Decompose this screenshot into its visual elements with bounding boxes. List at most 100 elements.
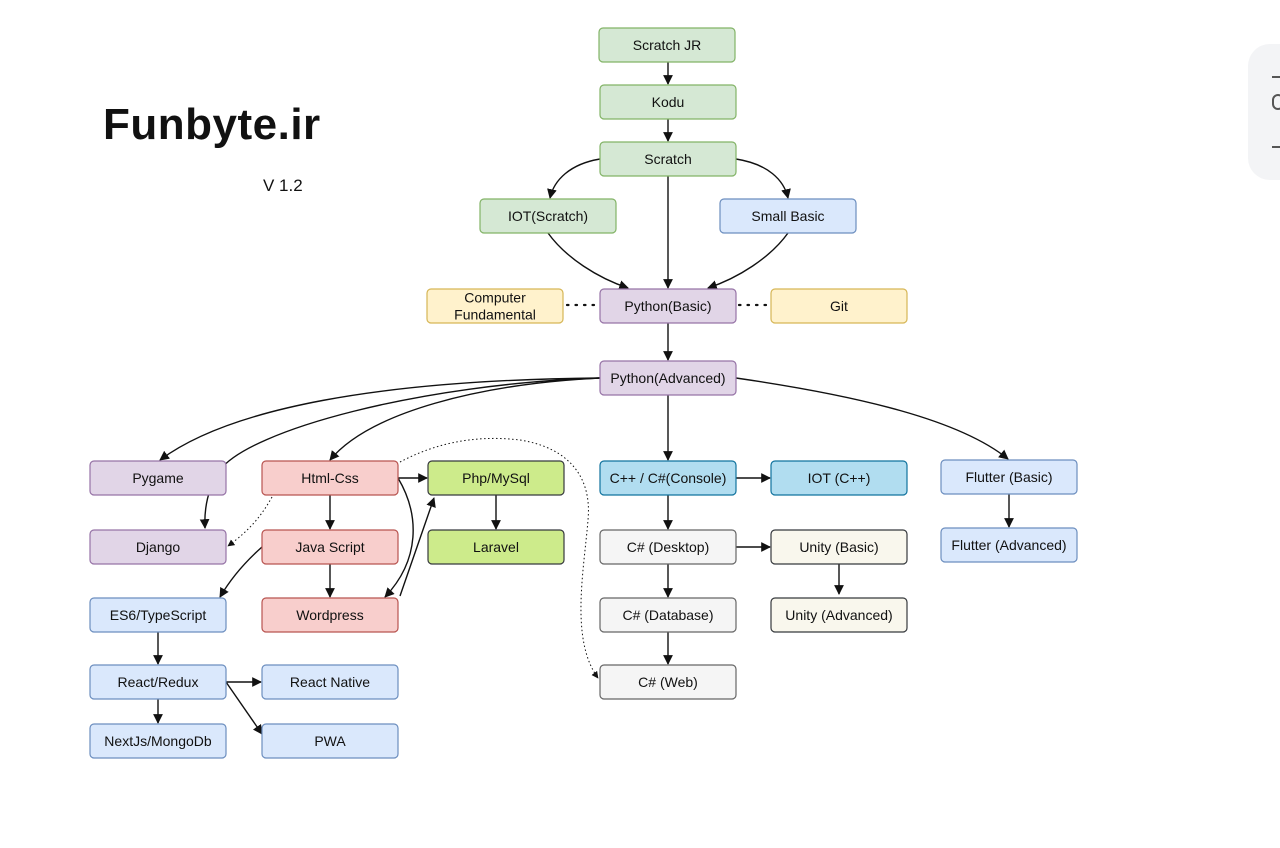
node-box [940, 527, 1078, 563]
node-iot-cpp[interactable]: IOT (C++) [770, 460, 908, 496]
node-unity-basic[interactable]: Unity (Basic) [770, 529, 908, 565]
node-label: Flutter (Advanced) [951, 537, 1066, 553]
node-cpp-csharp-console[interactable]: C++ / C#(Console) [599, 460, 737, 496]
node-label: C# (Web) [638, 674, 698, 690]
node-box [599, 597, 737, 633]
edge-scratch-to-small-basic [735, 158, 791, 199]
node-box [427, 460, 565, 496]
node-box [599, 460, 737, 496]
node-box [599, 288, 737, 324]
node-label: React Native [290, 674, 370, 690]
node-python-advanced[interactable]: Python(Advanced) [599, 360, 737, 396]
edge-wordpress-to-php-mysql [399, 497, 436, 597]
node-django[interactable]: Django [89, 529, 227, 565]
node-python-basic[interactable]: Python(Basic) [599, 288, 737, 324]
node-label: Computer [464, 290, 526, 306]
node-csharp-web[interactable]: C# (Web) [599, 664, 737, 700]
node-label: Flutter (Basic) [965, 469, 1052, 485]
node-php-mysql[interactable]: Php/MySql [427, 460, 565, 496]
node-label: IOT (C++) [808, 470, 871, 486]
node-label: IOT(Scratch) [508, 208, 588, 224]
node-scratch[interactable]: Scratch [599, 141, 737, 177]
node-label: Unity (Basic) [799, 539, 878, 555]
edge-java-script-to-es6-typescript [219, 546, 263, 598]
node-label: Fundamental [454, 307, 536, 323]
tab-mark-icon [1272, 146, 1280, 148]
node-box [770, 529, 908, 565]
node-label: Kodu [652, 94, 685, 110]
node-box [770, 597, 908, 633]
node-box [89, 529, 227, 565]
node-git[interactable]: Git [770, 288, 908, 324]
node-label: Small Basic [751, 208, 824, 224]
node-flutter-basic[interactable]: Flutter (Basic) [940, 459, 1078, 495]
edge-python-advanced-to-pygame [159, 377, 601, 461]
node-laravel[interactable]: Laravel [427, 529, 565, 565]
edge-layer [153, 62, 1014, 735]
node-label: Scratch [644, 151, 691, 167]
node-label: Html-Css [301, 470, 359, 486]
tab-glyph-icon [1272, 94, 1280, 110]
node-react-redux[interactable]: React/Redux [89, 664, 227, 700]
node-box [89, 597, 227, 633]
edge-scratch-to-iot-scratch [547, 158, 601, 199]
node-box [261, 460, 399, 496]
node-box [426, 288, 564, 324]
node-java-script[interactable]: Java Script [261, 529, 399, 565]
node-box [89, 723, 227, 759]
node-label: Python(Advanced) [610, 370, 725, 386]
node-iot-scratch[interactable]: IOT(Scratch) [479, 198, 617, 234]
brand-title: Funbyte.ir [103, 100, 321, 149]
node-kodu[interactable]: Kodu [599, 84, 737, 120]
node-pwa[interactable]: PWA [261, 723, 399, 759]
node-small-basic[interactable]: Small Basic [719, 198, 857, 234]
node-csharp-database[interactable]: C# (Database) [599, 597, 737, 633]
node-label: Git [830, 298, 848, 314]
node-es6-typescript[interactable]: ES6/TypeScript [89, 597, 227, 633]
node-box [261, 664, 399, 700]
node-box [940, 459, 1078, 495]
node-label: Pygame [132, 470, 184, 486]
node-label: Wordpress [296, 607, 363, 623]
node-flutter-advanced[interactable]: Flutter (Advanced) [940, 527, 1078, 563]
node-box [261, 529, 399, 565]
node-wordpress[interactable]: Wordpress [261, 597, 399, 633]
node-label: C++ / C#(Console) [610, 470, 727, 486]
node-label: Php/MySql [462, 470, 530, 486]
node-label: ES6/TypeScript [110, 607, 207, 623]
node-nextjs-mongodb[interactable]: NextJs/MongoDb [89, 723, 227, 759]
node-label: Unity (Advanced) [785, 607, 892, 623]
node-label: Django [136, 539, 181, 555]
node-box [598, 27, 736, 63]
node-box [261, 723, 399, 759]
node-pygame[interactable]: Pygame [89, 460, 227, 496]
node-box [599, 84, 737, 120]
node-html-css[interactable]: Html-Css [261, 460, 399, 496]
node-box [599, 529, 737, 565]
node-label: C# (Database) [622, 607, 713, 623]
edge-html-css-to-wordpress [384, 477, 414, 598]
node-box [599, 360, 737, 396]
node-react-native[interactable]: React Native [261, 664, 399, 700]
node-box [89, 664, 227, 700]
side-panel-tab[interactable] [1248, 44, 1280, 180]
node-box [770, 460, 908, 496]
node-label: React/Redux [118, 674, 199, 690]
node-unity-advanced[interactable]: Unity (Advanced) [770, 597, 908, 633]
node-label: Scratch JR [633, 37, 701, 53]
node-box [89, 460, 227, 496]
node-box [719, 198, 857, 234]
node-label: NextJs/MongoDb [104, 733, 212, 749]
node-box [599, 664, 737, 700]
node-box [261, 597, 399, 633]
node-label: PWA [314, 733, 346, 749]
node-box [479, 198, 617, 234]
node-csharp-desktop[interactable]: C# (Desktop) [599, 529, 737, 565]
node-label: C# (Desktop) [627, 539, 709, 555]
edge-react-redux-to-pwa [225, 681, 263, 735]
node-scratch-jr[interactable]: Scratch JR [598, 27, 736, 63]
edge-python-advanced-to-django [199, 377, 601, 529]
